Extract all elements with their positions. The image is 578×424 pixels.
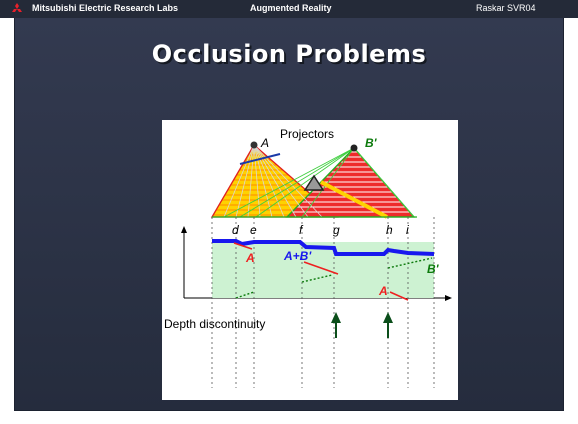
curve-b-segment-2 (301, 274, 333, 283)
point-label-h: h (386, 223, 393, 237)
point-label-i: i (406, 223, 409, 237)
projector-b-head (350, 144, 358, 152)
depth-discontinuity-label: Depth discontinuity (164, 317, 266, 331)
depth-arrow-h (383, 312, 393, 338)
mitsubishi-logo-icon (12, 3, 22, 12)
projector-b-label: B' (365, 136, 377, 150)
projector-a-label: A (261, 136, 270, 150)
curve-a-segment-3 (389, 291, 409, 301)
projector-a-head (250, 141, 258, 149)
combined-brightness-curve (212, 239, 435, 256)
curve-a-segment-2 (303, 261, 339, 275)
curve-b-segment-3 (387, 257, 433, 269)
occluder-shadow-line (320, 180, 388, 219)
diagram-canvas (181, 141, 452, 388)
projector-b-rays-green (223, 147, 415, 218)
curve-a-segment (233, 242, 253, 250)
curve-b-segment-1 (235, 291, 255, 299)
vertical-guides (211, 217, 435, 388)
point-label-d: d (232, 223, 239, 237)
point-label-e: e (250, 223, 257, 237)
occlusion-diagram: Projectors A B' d e f g h i A A+B' B' A … (162, 120, 458, 400)
projector-b-frustum (285, 147, 416, 218)
topic-name: Augmented Reality (250, 3, 332, 13)
projector-a-lens (239, 153, 281, 165)
curve-ab-label: A+B' (284, 249, 312, 263)
occluder-triangle (303, 174, 325, 191)
projectors-label: Projectors (280, 127, 335, 141)
slide-header: Mitsubishi Electric Research Labs Augmen… (0, 0, 578, 18)
curve-a2-label: A (379, 284, 388, 298)
slide-title: Occlusion Problems (151, 40, 427, 68)
point-label-f: f (299, 223, 303, 237)
x-axis-arrow-icon (445, 295, 452, 301)
depth-arrow-g (331, 312, 341, 338)
point-label-g: g (333, 223, 340, 237)
curve-b-label: B' (427, 262, 439, 276)
curve-a-label: A (246, 251, 255, 265)
y-axis-arrow-icon (181, 226, 187, 233)
author-name: Raskar SVR04 (476, 3, 536, 13)
lab-name: Mitsubishi Electric Research Labs (32, 3, 179, 13)
